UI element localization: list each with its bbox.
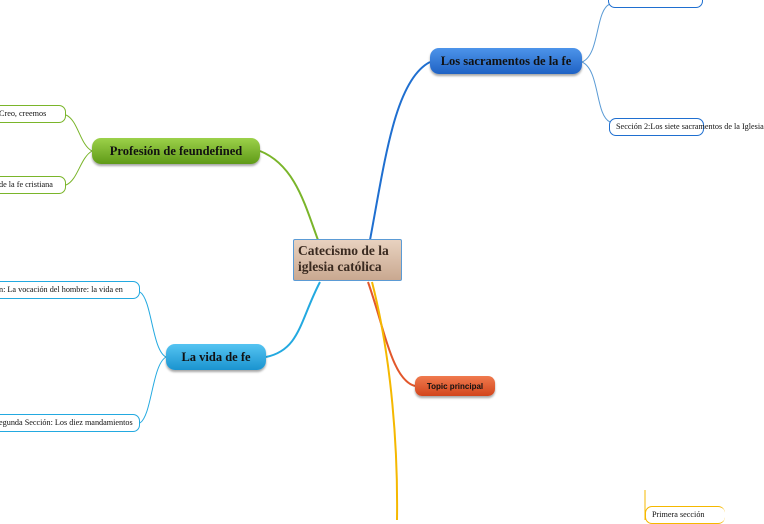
branch-topic-principal-label: Topic principal	[426, 381, 484, 391]
central-topic-label: Catecismo de la iglesia católica	[298, 243, 389, 274]
connector-profesion-child2	[65, 150, 93, 186]
connector-central-topic	[367, 281, 416, 387]
branch-vida-label: La vida de fe	[181, 349, 251, 364]
connector-vida-child2	[139, 356, 167, 424]
subtopic-profesion-2[interactable]: de la fe cristiana	[0, 176, 66, 194]
connector-sacramentos-child1	[581, 3, 697, 63]
connector-vida-child1	[139, 291, 167, 358]
subtopic-sacramentos-1[interactable]	[608, 0, 703, 8]
branch-profesion[interactable]: Profesión de feundefined	[92, 138, 260, 164]
branch-sacramentos-label: Los sacramentos de la fe	[440, 53, 572, 68]
branch-profesion-label: Profesión de feundefined	[109, 143, 243, 158]
subtopic-vida-2[interactable]: egunda Sección: Los diez mandamientos	[0, 414, 140, 432]
subtopic-profesion-1[interactable]: Creo, creemos	[0, 105, 66, 123]
central-topic[interactable]: Catecismo de la iglesia católica	[293, 239, 402, 281]
connector-central-sacramentos	[369, 61, 431, 241]
mindmap-connectors	[65, 3, 697, 521]
subtopic-label: Creo, creemos	[0, 109, 47, 118]
subtopic-vida-1[interactable]: n: La vocación del hombre: la vida en	[0, 281, 140, 299]
subtopic-sacramentos-2[interactable]: Sección 2:Los siete sacramentos de la Ig…	[609, 118, 764, 136]
branch-vida[interactable]: La vida de fe	[166, 344, 266, 370]
connector-central-profesion	[259, 150, 319, 241]
branch-topic-principal[interactable]: Topic principal	[415, 376, 495, 396]
subtopic-label: de la fe cristiana	[0, 180, 53, 189]
connector-sacramentos-child2	[581, 61, 611, 123]
subtopic-label: Sección 2:Los siete sacramentos de la Ig…	[616, 122, 764, 131]
subtopic-label: n: La vocación del hombre: la vida en	[0, 285, 123, 294]
connector-central-yellow	[371, 281, 399, 521]
subtopic-label: Primera sección	[652, 510, 705, 519]
subtopic-yellow-1[interactable]: Primera sección	[645, 506, 725, 524]
connector-profesion-child1	[65, 114, 93, 152]
branch-sacramentos[interactable]: Los sacramentos de la fe	[430, 48, 582, 74]
connector-central-vida	[265, 281, 321, 358]
subtopic-label: egunda Sección: Los diez mandamientos	[0, 418, 133, 427]
